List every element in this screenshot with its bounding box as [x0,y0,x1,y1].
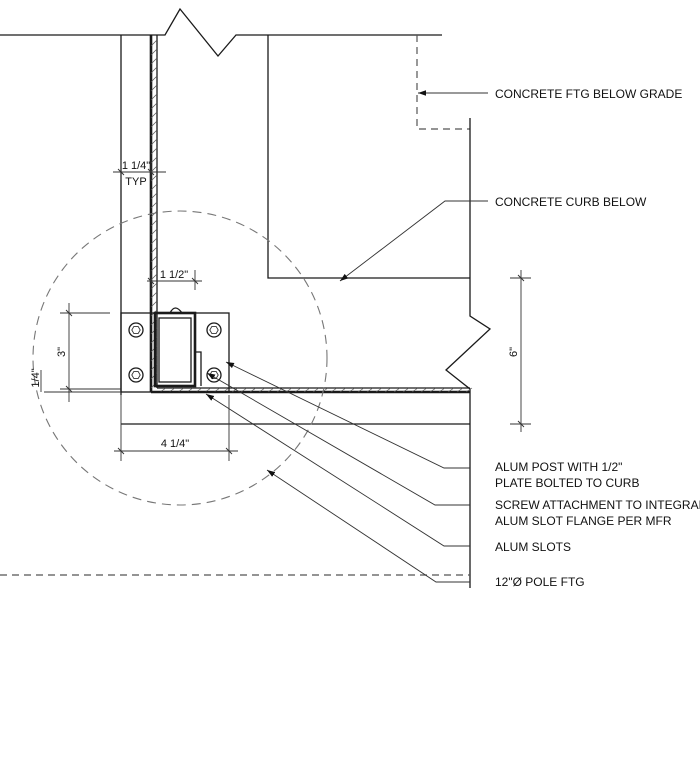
dim-curb-height [510,270,531,432]
bolt-icon [128,322,222,383]
dim-post-width [147,270,202,290]
dim-plate-width [114,395,238,461]
concrete-ftg-outline [416,35,470,130]
callout-concrete-ftg: CONCRETE FTG BELOW GRADE [495,87,682,101]
right-break-edge [445,118,492,588]
alum-post-inner [158,317,192,383]
dim-plate-width-label: 4 1/4" [161,438,189,450]
pole-ftg-circle [32,210,328,506]
dim-wall-thickness [113,160,166,180]
leader-alum-slots [205,393,470,547]
callout-alum-post: ALUM POST WITH 1/2" PLATE BOLTED TO CURB [495,460,639,490]
dim-curb-height-label: 6" [508,347,520,357]
base-plate [120,312,230,393]
leader-pole-ftg [266,469,470,583]
dim-post-width-label: 1 1/2" [160,269,188,281]
post-top-cap [169,307,183,314]
dim-plate-height-label: 3" [56,347,68,357]
callout-concrete-curb: CONCRETE CURB BELOW [495,195,647,209]
alum-slot-flange [195,351,202,386]
dim-plate-offset [40,370,121,393]
leader-concrete-curb [339,200,488,282]
dim-plate-height [60,303,121,402]
leader-screw-attachment [206,372,470,506]
dim-plate-offset-label: 1/4" [30,368,42,387]
callout-alum-slots: ALUM SLOTS [495,540,571,554]
callout-screw-attachment: SCREW ATTACHMENT TO INTEGRAL ALUM SLOT F… [495,498,700,528]
concrete-curb-outline [267,35,470,279]
callout-pole-ftg: 12"Ø POLE FTG [495,575,585,589]
slab-hatch [159,387,473,393]
dim-wall-thickness-note: TYP [125,176,146,188]
leader-alum-post [225,361,470,469]
dim-wall-thickness-label: 1 1/4" [122,160,150,172]
top-break-line [0,7,442,58]
alum-post [153,311,197,388]
